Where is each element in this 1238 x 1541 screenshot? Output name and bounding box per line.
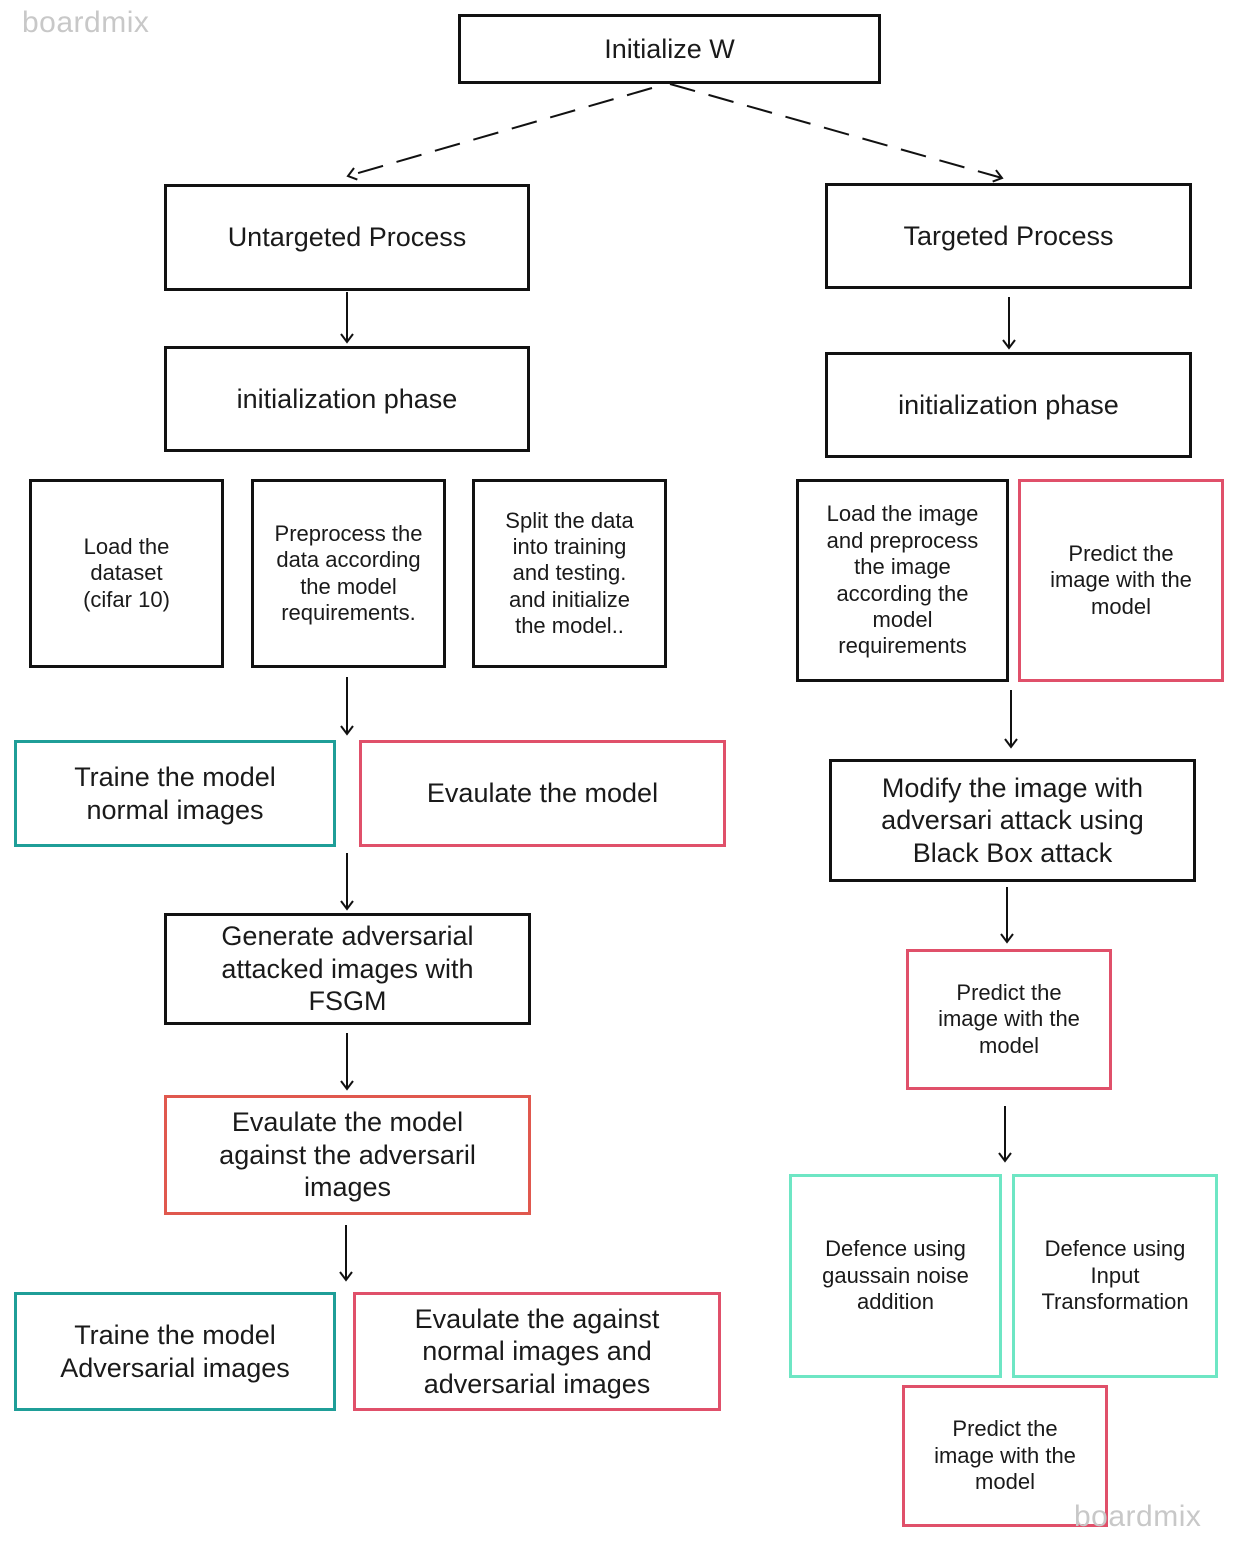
- node-preprocess-label: Preprocess the data according the model …: [274, 520, 423, 625]
- node-predict-3: Predict the image with the model: [902, 1385, 1108, 1527]
- node-split-data-label: Split the data into training and testing…: [505, 507, 634, 639]
- node-predict-3-label: Predict the image with the model: [934, 1416, 1076, 1495]
- node-load-dataset: Load the dataset (cifar 10): [29, 479, 224, 668]
- node-evaluate-both-label: Evaulate the against normal images and a…: [414, 1303, 660, 1399]
- edge-init-to-untargeted: [346, 87, 653, 181]
- node-untargeted-process-label: Untargeted Process: [227, 222, 467, 253]
- node-evaluate-both: Evaulate the against normal images and a…: [353, 1292, 721, 1411]
- node-evaluate-adversarial-label: Evaulate the model against the adversari…: [219, 1107, 476, 1203]
- node-untargeted-process: Untargeted Process: [164, 184, 530, 291]
- edge-init-to-targeted: [669, 83, 1004, 183]
- node-defence-gaussian: Defence using gaussain noise addition: [789, 1174, 1002, 1378]
- node-untargeted-init-phase: initialization phase: [164, 346, 530, 452]
- node-defence-gaussian-label: Defence using gaussain noise addition: [822, 1236, 969, 1315]
- node-initialize-w-label: Initialize W: [604, 33, 735, 64]
- node-evaluate-model: Evaulate the model: [359, 740, 726, 847]
- node-preprocess: Preprocess the data according the model …: [251, 479, 446, 668]
- node-predict-1: Predict the image with the model: [1018, 479, 1224, 682]
- watermark-bottom-right: boardmix: [1074, 1500, 1202, 1533]
- node-train-adversarial: Traine the model Adversarial images: [14, 1292, 336, 1411]
- node-generate-adversarial: Generate adversarial attacked images wit…: [164, 913, 531, 1025]
- node-split-data: Split the data into training and testing…: [472, 479, 667, 668]
- node-defence-input: Defence using Input Transformation: [1012, 1174, 1218, 1378]
- node-predict-2-label: Predict the image with the model: [938, 979, 1080, 1058]
- node-train-adversarial-label: Traine the model Adversarial images: [60, 1320, 290, 1383]
- node-load-image-label: Load the image and preprocess the image …: [826, 501, 979, 659]
- node-predict-1-label: Predict the image with the model: [1050, 540, 1192, 619]
- node-modify-image: Modify the image with adversari attack u…: [829, 759, 1196, 882]
- node-targeted-process-label: Targeted Process: [903, 220, 1114, 251]
- watermark-top-left: boardmix: [22, 6, 150, 39]
- node-train-normal-label: Traine the model normal images: [74, 762, 276, 825]
- node-load-image: Load the image and preprocess the image …: [796, 479, 1009, 682]
- node-defence-input-label: Defence using Input Transformation: [1041, 1236, 1189, 1315]
- node-predict-2: Predict the image with the model: [906, 949, 1112, 1090]
- node-modify-image-label: Modify the image with adversari attack u…: [881, 772, 1144, 868]
- node-targeted-init-phase-label: initialization phase: [898, 389, 1119, 420]
- node-train-normal: Traine the model normal images: [14, 740, 336, 847]
- node-targeted-process: Targeted Process: [825, 183, 1192, 289]
- node-targeted-init-phase: initialization phase: [825, 352, 1192, 458]
- node-evaluate-adversarial: Evaulate the model against the adversari…: [164, 1095, 531, 1215]
- node-load-dataset-label: Load the dataset (cifar 10): [83, 533, 170, 612]
- node-generate-adversarial-label: Generate adversarial attacked images wit…: [221, 921, 474, 1017]
- node-untargeted-init-phase-label: initialization phase: [236, 383, 458, 414]
- node-initialize-w: Initialize W: [458, 14, 881, 84]
- node-evaluate-model-label: Evaulate the model: [426, 778, 659, 809]
